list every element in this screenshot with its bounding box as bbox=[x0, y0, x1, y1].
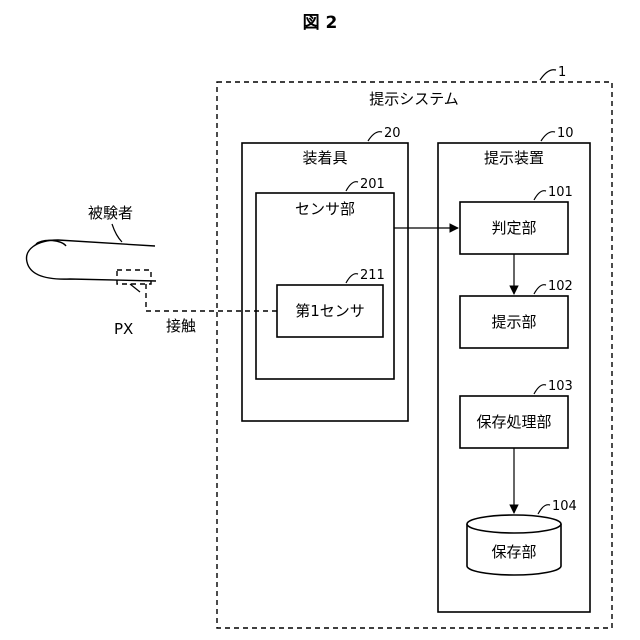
wearable-label: 装着具 bbox=[302, 149, 347, 167]
wearable-ref: 20 bbox=[384, 126, 401, 141]
first-sensor-ref: 211 bbox=[360, 268, 385, 283]
presentation-unit-label: 提示部 bbox=[491, 313, 536, 331]
judgment-unit-ref: 101 bbox=[548, 185, 573, 200]
subject-label: 被験者 bbox=[88, 204, 133, 222]
presentation-device-ref: 10 bbox=[557, 126, 574, 141]
judgment-unit-label: 判定部 bbox=[491, 219, 536, 237]
sensor-unit-ref: 201 bbox=[360, 177, 385, 192]
storage-processing-unit-label: 保存処理部 bbox=[476, 413, 551, 431]
presentation-device: 提示装置 10 判定部 101 提示部 102 保存処理部 103 保存部 10… bbox=[438, 126, 590, 612]
sensor-unit-label: センサ部 bbox=[295, 200, 355, 218]
system-label: 提示システム bbox=[369, 90, 459, 108]
subject-finger: 被験者 PX bbox=[27, 204, 156, 338]
finger-outline-icon bbox=[27, 240, 156, 281]
system-ref-leader bbox=[540, 70, 556, 80]
contact-point-marker bbox=[117, 270, 151, 284]
storage-unit-ref: 104 bbox=[552, 499, 577, 514]
presentation-device-ref-leader bbox=[541, 132, 555, 141]
storage-unit-label: 保存部 bbox=[491, 543, 536, 561]
figure-title: 図 2 bbox=[303, 13, 338, 33]
contact-point-leader bbox=[130, 284, 140, 292]
wearable-device: 装着具 20 センサ部 201 第1センサ 211 bbox=[242, 126, 408, 421]
storage-processing-unit-ref: 103 bbox=[548, 379, 573, 394]
contact-label: 接触 bbox=[166, 317, 196, 335]
contact-point-label: PX bbox=[114, 320, 133, 338]
storage-unit-top bbox=[467, 515, 561, 533]
presentation-unit-ref: 102 bbox=[548, 279, 573, 294]
system-ref: 1 bbox=[558, 65, 566, 80]
presentation-device-label: 提示装置 bbox=[484, 149, 544, 167]
wearable-ref-leader bbox=[368, 132, 382, 141]
first-sensor-label: 第1センサ bbox=[295, 302, 365, 320]
subject-leader bbox=[112, 224, 122, 242]
